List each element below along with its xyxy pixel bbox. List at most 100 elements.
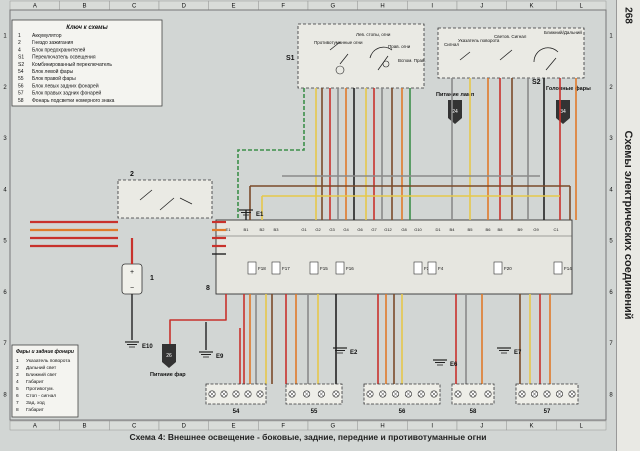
fuse-symbol [335, 261, 345, 275]
side-strip [616, 0, 640, 451]
legend-lamp-text: Дальний свет [26, 364, 57, 371]
fuse-label: F3 [424, 266, 430, 271]
diagram-caption: Схема 4: Внешнее освещение - боковые, за… [129, 432, 487, 442]
grid-column-label: A [33, 424, 37, 430]
grid-column-label: G [330, 424, 335, 430]
pin-label: B8 [498, 227, 504, 232]
legend-key-code: S1 [18, 55, 24, 61]
ground-label: E6 [450, 362, 458, 368]
legend-lamp-text: Зад. ход [26, 400, 45, 406]
fuse-label: F16 [346, 266, 354, 271]
fuse-label: F15 [320, 266, 328, 271]
pin-label: G9 [533, 227, 539, 232]
battery-label: 1 [150, 275, 154, 282]
fuse-symbol [247, 261, 257, 275]
grid-column-label: B [82, 424, 86, 430]
grid-column-label: K [529, 4, 533, 10]
grid-column-label: C [132, 4, 137, 10]
page-number: 268 [622, 7, 634, 24]
grid-row-label: 2 [3, 85, 7, 91]
grid-column-label: C [132, 424, 137, 430]
legend-key-code: 56 [18, 83, 24, 89]
legend-key-text: Блок предохранителей [32, 46, 86, 53]
legend-key-code: 58 [18, 98, 24, 104]
s2-text-4: Ближний/Дальний [544, 29, 582, 35]
legend-lamp-code: 7 [16, 400, 19, 406]
legend-key-code: 55 [18, 76, 24, 82]
legend-key-text: Фонарь подсветки номерного знака [32, 98, 115, 104]
legend-lamp-code: 4 [16, 379, 19, 385]
grid-row-label: 3 [609, 136, 613, 142]
pin-label: E1 [226, 227, 232, 232]
legend-key-text: Блок левой фары [32, 68, 73, 75]
lamp-block-label: 54 [233, 409, 240, 415]
grid-row-label: 6 [3, 290, 7, 296]
lamp-block-label: 55 [311, 409, 318, 415]
lamp-block-label: 56 [399, 409, 406, 415]
wire [237, 88, 305, 220]
fuse-symbol [309, 261, 319, 275]
grid-column-label: F [281, 424, 285, 430]
connector-34: 34 [560, 109, 566, 115]
svg-text:−: − [130, 285, 134, 292]
fuse-label: F18 [258, 266, 266, 271]
s2-label: S2 [532, 79, 541, 86]
grid-row-label: 8 [609, 392, 613, 398]
legend-key-code: S2 [18, 62, 24, 68]
pin-label: G2 [315, 227, 321, 232]
pin-label: B9 [518, 227, 524, 232]
grid-column-label: I [431, 424, 433, 430]
legend-key-text: Гнездо зажигания [32, 40, 73, 46]
grid-column-label: G [330, 4, 335, 10]
legend-lamp-code: 8 [16, 407, 19, 413]
lamp-block [363, 383, 441, 405]
grid-row-label: 4 [3, 187, 7, 193]
switch-s2: S2 Сигнал Указатель поворота Светов. Сиг… [437, 27, 585, 86]
grid-column-label: J [480, 4, 483, 10]
pin-label: D1 [435, 227, 441, 232]
grid-row-label: 2 [609, 85, 613, 91]
legend-key-code: 1 [18, 33, 21, 39]
legend-lamp-text: Указатель поворота [26, 358, 70, 364]
fuse-symbol [553, 261, 563, 275]
wire [169, 294, 227, 344]
lamp-block-label: 58 [470, 409, 477, 415]
grid-column-label: B [82, 4, 86, 10]
lamp-block [285, 383, 343, 405]
ground-label: E7 [514, 350, 522, 356]
legend-key-text: Комбинированный переключатель [32, 61, 112, 68]
grid-row-label: 5 [3, 239, 7, 245]
legend-lamp-code: 2 [16, 365, 19, 371]
fuse-symbol [271, 261, 281, 275]
grid-row-label: 7 [609, 341, 613, 347]
legend-lamp-code: 3 [16, 372, 19, 378]
pin-label: G4 [343, 227, 349, 232]
grid-row-label: 3 [3, 136, 7, 142]
grid-row-label: 6 [609, 290, 613, 296]
fuse-label: F20 [504, 266, 512, 271]
legend-key-code: 4 [18, 47, 21, 53]
pin-label: G7 [371, 227, 377, 232]
s1-text-4: Вспом. Прав. [398, 58, 426, 63]
s1-label: S1 [286, 55, 295, 62]
grid-column-label: L [579, 424, 583, 430]
ground-label: E1 [256, 212, 264, 218]
fuse-symbol [413, 261, 423, 275]
s2-text-3: Светов. Сигнал [494, 34, 527, 39]
grid-column-label: D [182, 4, 187, 10]
grid-column-label: L [579, 4, 583, 10]
legend-key-code: 2 [18, 40, 21, 46]
pin-label: B4 [450, 227, 456, 232]
legend-key-text: Аккумулятор [32, 33, 62, 39]
connector-headlight-power: 26 Питание фар [150, 344, 186, 378]
grid-column-label: A [33, 4, 37, 10]
fuse-label: F14 [564, 266, 572, 271]
grid-column-label: K [529, 424, 533, 430]
pin-label: G8 [401, 227, 407, 232]
pin-label: B3 [274, 227, 280, 232]
